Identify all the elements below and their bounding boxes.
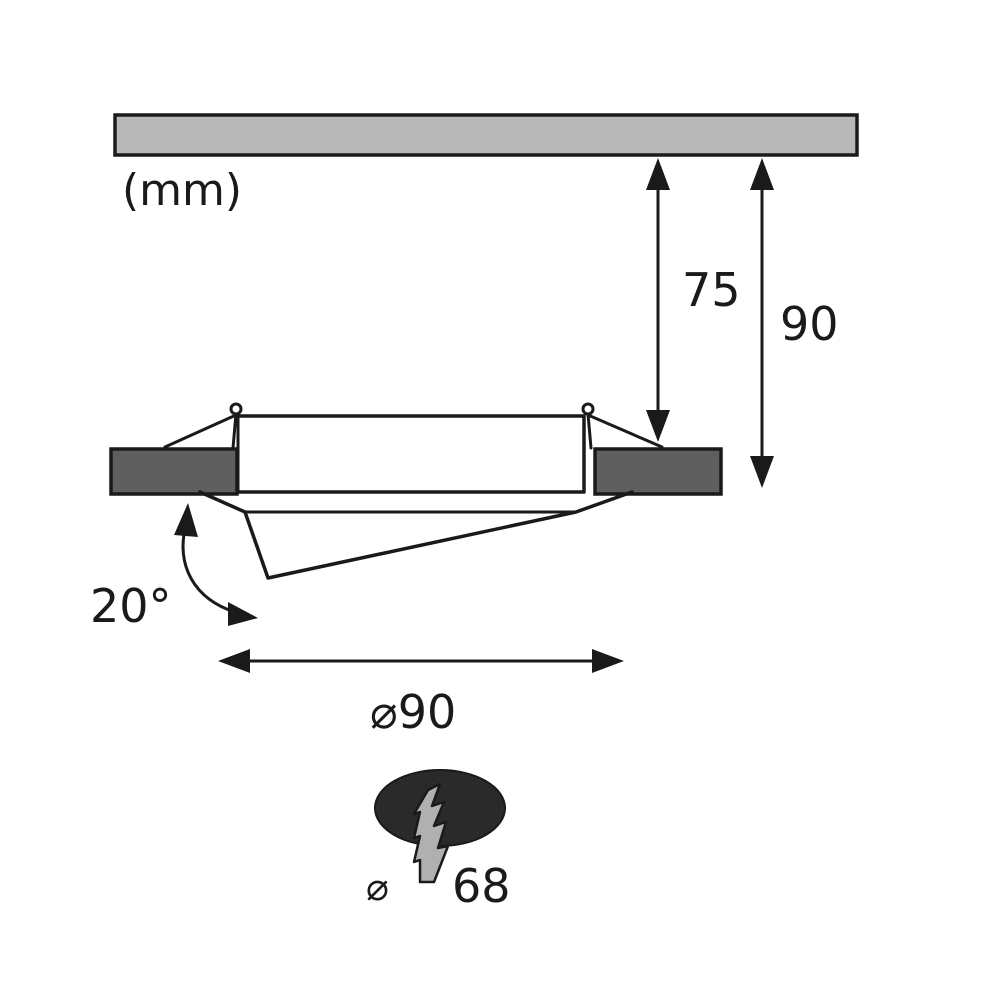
depth-dimension-label: 75 <box>682 263 741 317</box>
cutout-diameter-symbol: ⌀ <box>366 865 389 909</box>
depth-dimension-line <box>646 158 670 442</box>
tilt-angle-arrow <box>174 503 258 626</box>
tilt-angle-label: 20° <box>90 579 172 633</box>
diameter-dimension-label: ⌀90 <box>370 685 456 739</box>
height-dimension-line <box>750 158 774 488</box>
diameter-dimension-line <box>218 649 624 673</box>
hole-saw-cutout-icon <box>374 769 506 884</box>
height-dimension-label: 90 <box>780 297 839 351</box>
ring-left <box>109 447 239 496</box>
ring-right <box>593 447 723 496</box>
cutout-diameter-value: 68 <box>452 859 511 913</box>
ceiling-plate <box>113 113 859 157</box>
units-label: (mm) <box>122 165 242 216</box>
fixture-side-view <box>109 402 723 580</box>
